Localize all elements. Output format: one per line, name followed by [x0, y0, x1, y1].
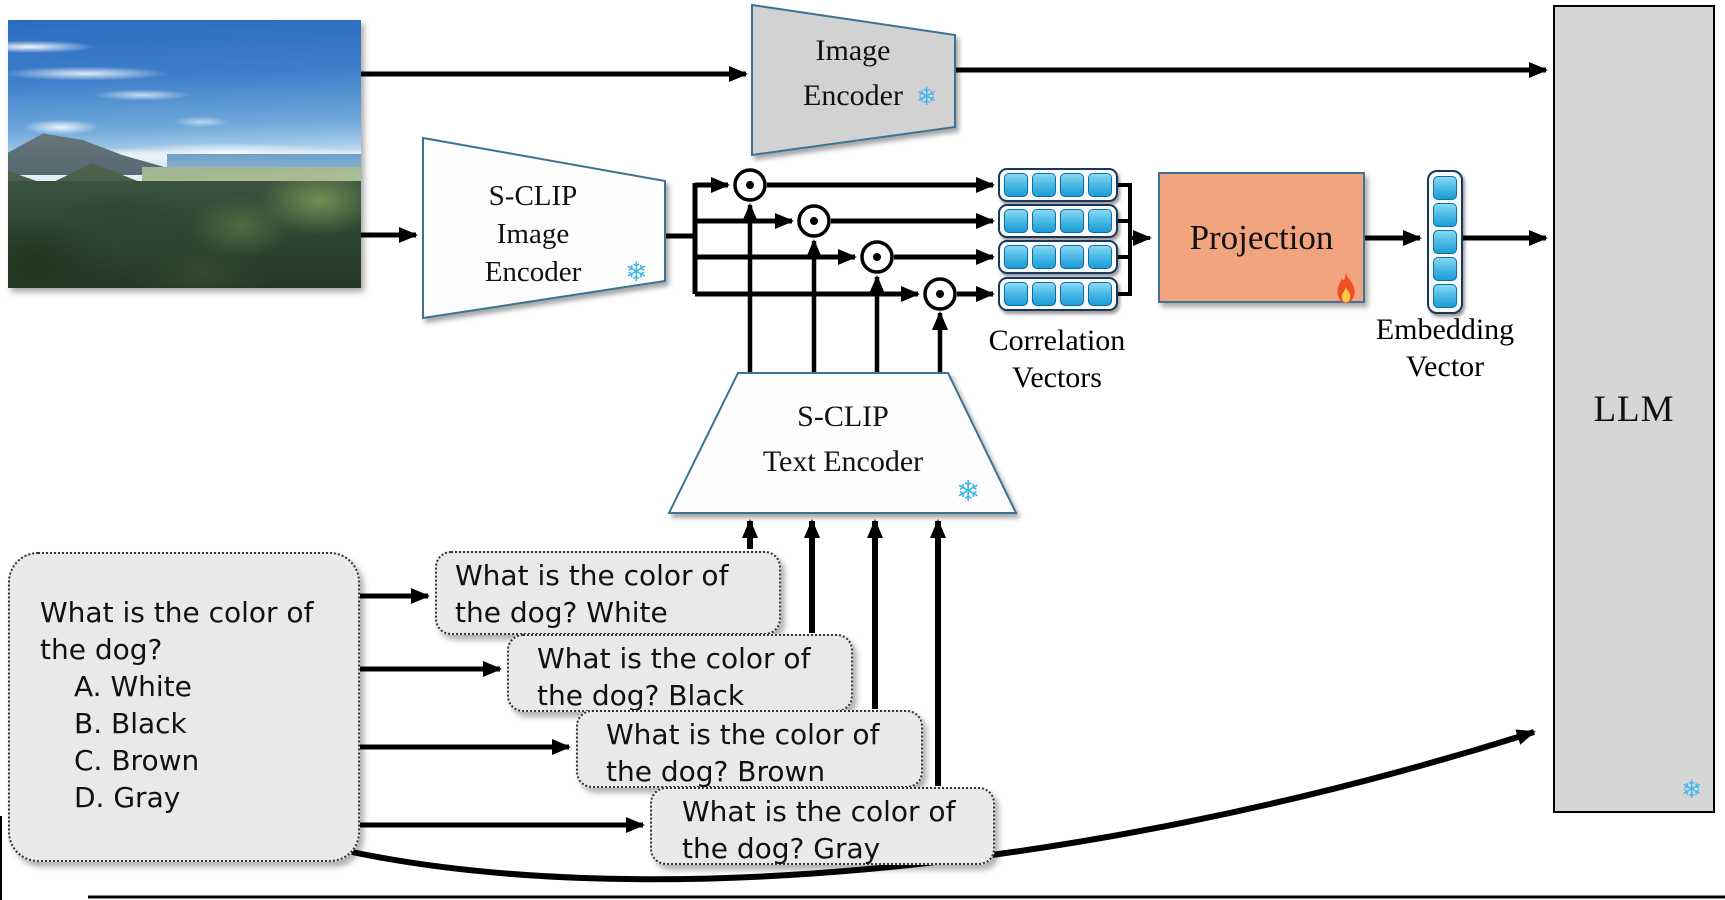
vector-cell [1004, 173, 1028, 197]
prompt-box-white: What is the color of the dog? White [435, 551, 781, 635]
llm-label: LLM [1593, 388, 1675, 430]
vector-cell [1433, 203, 1457, 227]
vector-cell [1032, 282, 1056, 306]
encoder-shapes [422, 3, 1018, 514]
product-operators [733, 168, 957, 311]
snowflake-icon: ❄ [916, 82, 937, 111]
vector-cell [1032, 173, 1056, 197]
snowflake-icon: ❄ [956, 474, 981, 508]
fire-icon [1337, 272, 1355, 303]
correlation-bracket [1112, 183, 1152, 296]
option-a: A. White [74, 670, 192, 703]
figure-border [0, 816, 1725, 900]
product-operator-icon [797, 204, 831, 238]
vector-cell [1004, 209, 1028, 233]
photo-forest [8, 180, 361, 288]
prompt-box-brown: What is the color of the dog? Brown [576, 710, 923, 788]
vector-cell [1060, 209, 1084, 233]
correlation-vector-row [998, 204, 1118, 238]
projection-label: Projection [1189, 217, 1334, 257]
arrows-text-to-product [742, 203, 948, 372]
product-operator-icon [733, 168, 767, 202]
vector-cell [1060, 245, 1084, 269]
embedding-vector-label: Embedding Vector [1375, 313, 1515, 383]
sclip-text-encoder-label: S-CLIP Text Encoder [762, 400, 924, 478]
arrow-question-to-llm [351, 729, 1536, 883]
sclip-image-encoder-label: S-CLIP Image Encoder [484, 180, 582, 288]
vector-cell [1433, 230, 1457, 254]
image-encoder-label: Image Encoder [803, 34, 903, 112]
vector-cell [1060, 173, 1084, 197]
vector-cell [1032, 245, 1056, 269]
snowflake-icon: ❄ [625, 257, 648, 288]
vector-cell [1433, 284, 1457, 308]
projection-box: Projection [1158, 172, 1365, 303]
vector-cell [1088, 245, 1112, 269]
sclip-image-encoder-shape [422, 136, 666, 320]
question-box: What is the color of the dog? A. White B… [8, 552, 360, 862]
vector-cell [1088, 173, 1112, 197]
vector-cell [1004, 282, 1028, 306]
correlation-vector-row [998, 240, 1118, 274]
vector-cell [1088, 282, 1112, 306]
option-c: C. Brown [74, 744, 200, 777]
product-operator-icon [860, 240, 894, 274]
correlation-vector-row [998, 168, 1118, 202]
input-image [8, 20, 361, 288]
vector-cell [1433, 176, 1457, 200]
correlation-vectors-label: Correlation Vectors [988, 324, 1126, 394]
vector-cell [1060, 282, 1084, 306]
embedding-vector [1427, 170, 1463, 314]
option-d: D. Gray [74, 781, 181, 814]
product-operator-icon [923, 277, 957, 311]
vector-cell [1433, 257, 1457, 281]
llm-box: LLM [1553, 5, 1715, 813]
snowflake-icon: ❄ [1681, 775, 1702, 804]
sclip-text-encoder-shape [667, 372, 1018, 514]
image-encoder-shape [751, 3, 956, 157]
vector-cell [1088, 209, 1112, 233]
vector-cell [1004, 245, 1028, 269]
prompt-box-gray: What is the color of the dog? Gray [650, 787, 995, 865]
vector-cell [1032, 209, 1056, 233]
option-b: B. Black [74, 707, 187, 740]
prompt-box-black: What is the color of the dog? Black [507, 634, 853, 712]
correlation-vector-row [998, 277, 1118, 311]
arrows [358, 62, 1548, 833]
arrows-prompts-to-text-encoder [742, 519, 946, 786]
